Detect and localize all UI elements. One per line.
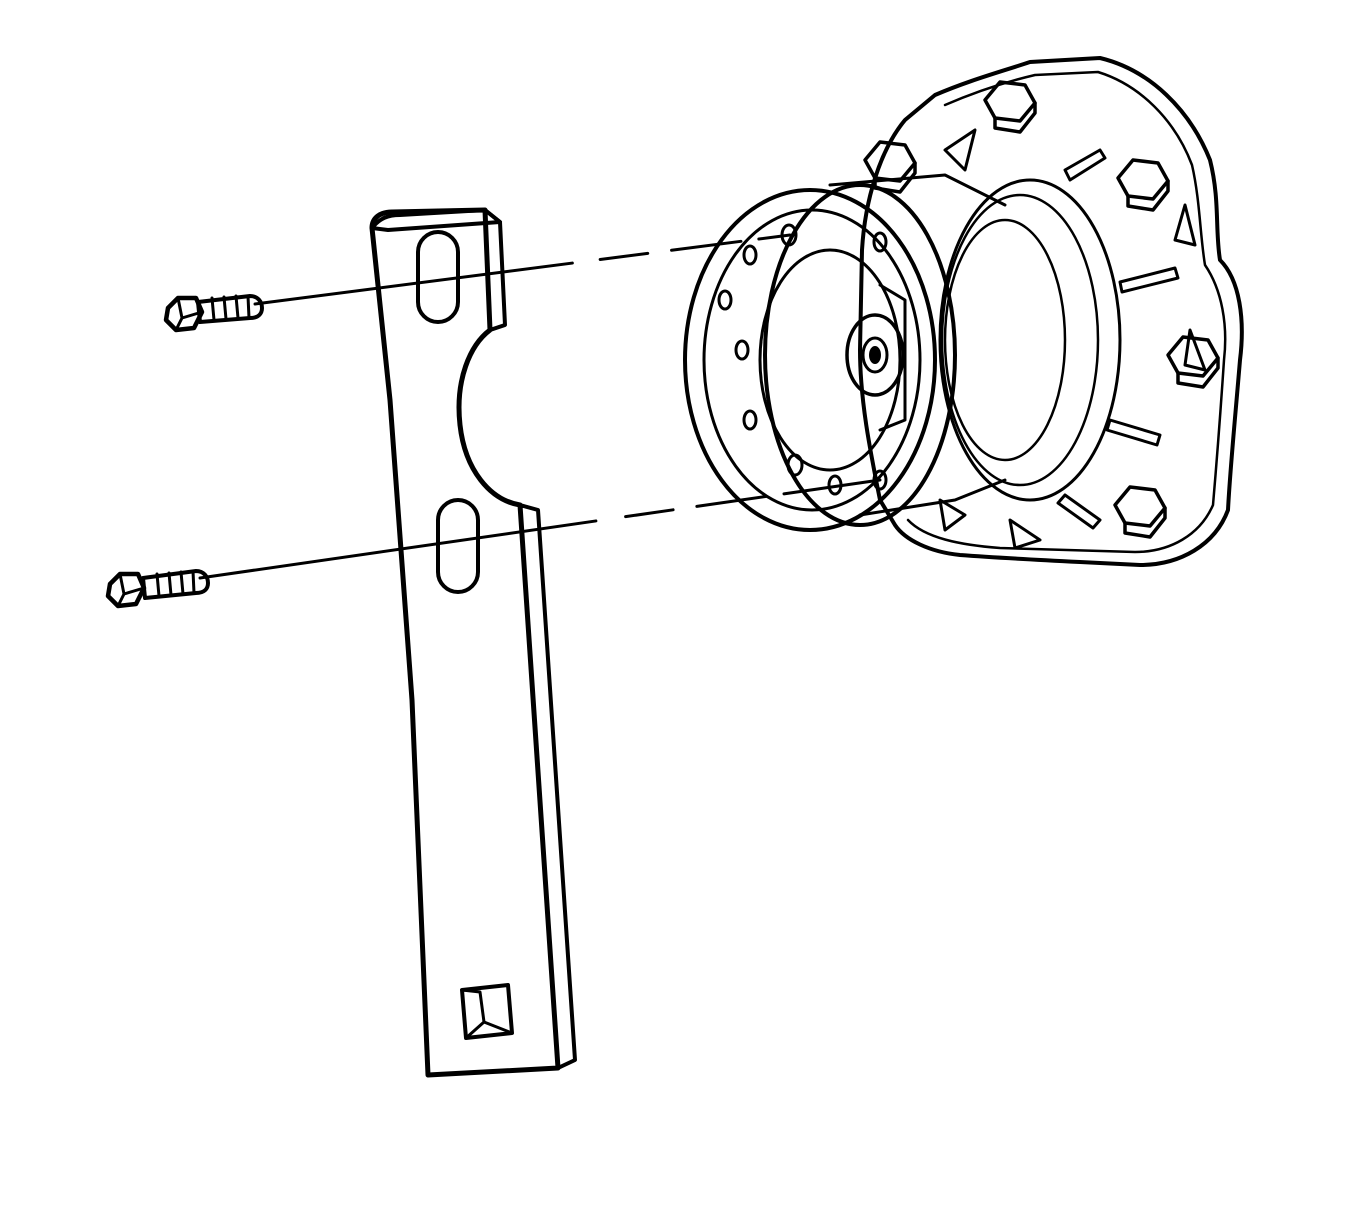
square-drive-hole bbox=[460, 983, 514, 1040]
bolt-icon bbox=[163, 294, 264, 333]
flange-bolt-icon bbox=[1116, 158, 1170, 212]
bolt-upper bbox=[163, 294, 264, 333]
mounting-flange bbox=[858, 56, 1244, 567]
bolt-lower bbox=[105, 569, 210, 609]
flange-bolts bbox=[863, 80, 1220, 539]
flange-bolt-icon bbox=[983, 80, 1037, 134]
flange-bolt-icon bbox=[1113, 485, 1167, 539]
upper-slot bbox=[416, 230, 460, 324]
flange-bolt-icon bbox=[1166, 335, 1220, 389]
flange-bolt-icon bbox=[863, 140, 917, 194]
pulley-hub bbox=[683, 173, 1122, 532]
lower-slot bbox=[436, 498, 480, 594]
holding-tool bbox=[369, 207, 577, 1078]
pulley-holes bbox=[717, 223, 888, 496]
bolt-icon bbox=[105, 569, 210, 609]
